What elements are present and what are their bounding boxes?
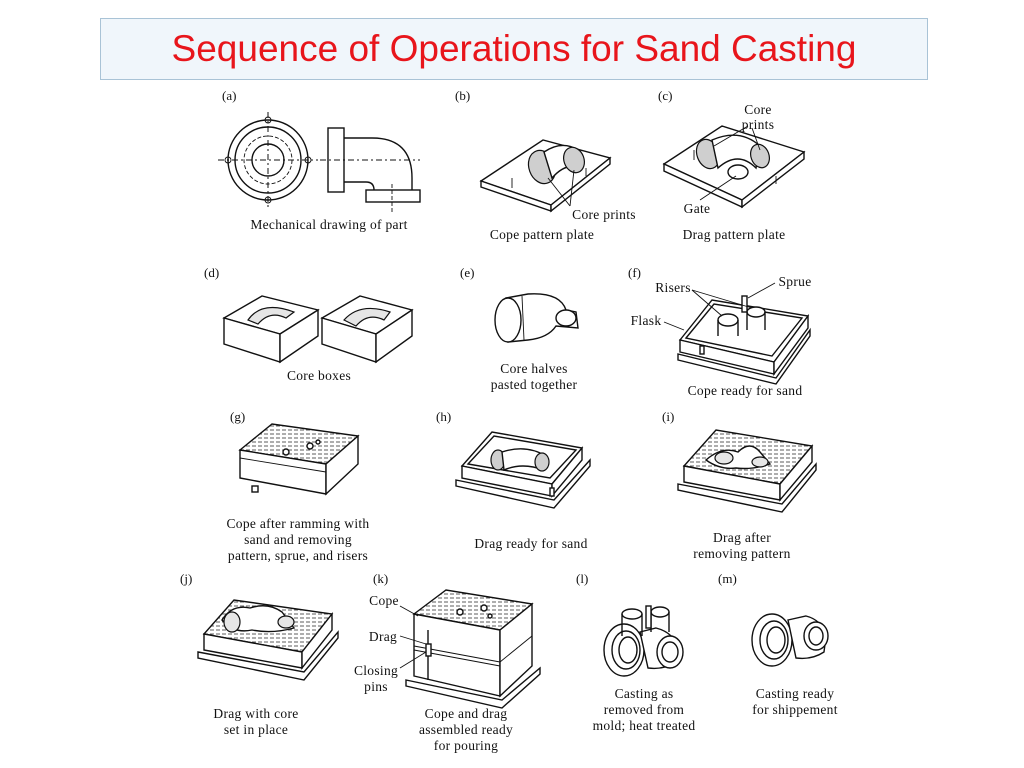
mechanical-drawing-illustration (218, 112, 421, 212)
core-halves-illustration (494, 293, 579, 343)
panel-m-caption-1: Casting ready (756, 686, 835, 701)
panel-d: (d) Core boxes (204, 265, 414, 383)
panel-f-letter: (f) (628, 265, 641, 280)
panel-b-callout-core-prints: Core prints (572, 207, 636, 222)
panel-c-callout-prints: prints (742, 117, 775, 132)
panel-f-callout-risers: Risers (655, 280, 691, 295)
panel-i-caption-1: Drag after (713, 530, 771, 545)
cope-ready-for-sand-illustration (663, 282, 811, 385)
panel-d-letter: (d) (204, 265, 219, 280)
panel-l-caption-1: Casting as (615, 686, 674, 701)
panel-h: (h) Drag ready for sand (436, 409, 591, 551)
panel-m-caption-2: for shippement (752, 702, 838, 717)
panel-b-letter: (b) (455, 88, 470, 103)
panel-e-caption-2: pasted together (491, 377, 578, 392)
panel-k-callout-pins: pins (364, 679, 388, 694)
panel-k: (k) Cope Drag Closing pins Cope and drag… (354, 571, 541, 753)
panel-c-caption: Drag pattern plate (683, 227, 786, 242)
panel-k-callout-closing: Closing (354, 663, 398, 678)
panel-j-caption-2: set in place (224, 722, 288, 737)
panel-c-letter: (c) (658, 88, 672, 103)
panel-f-caption: Cope ready for sand (688, 383, 803, 398)
panel-j-letter: (j) (180, 571, 192, 586)
panel-b: (b) Core prints Cope pattern plate (455, 88, 636, 242)
panel-l-caption-2: removed from (604, 702, 685, 717)
panel-f-callout-flask: Flask (631, 313, 662, 328)
panel-a: (a) Mechanical drawing of part (218, 88, 421, 232)
panel-l: (l) Casting as removed from mold; heat t… (576, 571, 695, 733)
panel-g-caption-3: pattern, sprue, and risers (228, 548, 368, 563)
panel-l-caption-3: mold; heat treated (593, 718, 696, 733)
panel-m-letter: (m) (718, 571, 737, 586)
drag-after-removing-pattern-illustration (677, 429, 817, 513)
title-box: Sequence of Operations for Sand Casting (100, 18, 928, 80)
panel-c-callout-gate: Gate (684, 201, 711, 216)
cope-and-drag-assembled-illustration (399, 589, 541, 709)
panel-g-caption-2: sand and removing (244, 532, 352, 547)
panel-k-caption-3: for pouring (434, 738, 498, 753)
cope-pattern-plate-illustration (479, 139, 612, 213)
panel-i-caption-2: removing pattern (693, 546, 790, 561)
panel-j: (j) Drag with core set in place (180, 571, 339, 737)
panel-k-callout-cope: Cope (369, 593, 399, 608)
casting-ready-illustration (751, 613, 829, 667)
panel-e-letter: (e) (460, 265, 474, 280)
panel-f-callout-sprue: Sprue (779, 274, 812, 289)
drag-pattern-plate-illustration (662, 125, 806, 209)
panel-f: (f) Risers Sprue Flask Cope ready for sa… (628, 265, 812, 398)
panel-k-caption-2: assembled ready (419, 722, 513, 737)
panel-m: (m) Casting ready for shippement (718, 571, 838, 717)
cope-after-ramming-illustration (238, 423, 360, 496)
panel-a-letter: (a) (222, 88, 236, 103)
drag-with-core-illustration (197, 599, 339, 681)
panel-j-caption-1: Drag with core (213, 706, 298, 721)
panel-g-letter: (g) (230, 409, 245, 424)
panel-h-caption: Drag ready for sand (474, 536, 587, 551)
panel-g-caption-1: Cope after ramming with (227, 516, 370, 531)
panel-d-caption: Core boxes (287, 368, 351, 383)
panel-c: (c) Core prints Gate Drag pattern plate (658, 88, 806, 242)
panel-i-letter: (i) (662, 409, 674, 424)
panel-b-caption: Cope pattern plate (490, 227, 594, 242)
panel-i: (i) Drag after removing pattern (662, 409, 817, 561)
casting-as-removed-illustration (603, 605, 684, 677)
panel-l-letter: (l) (576, 571, 588, 586)
panel-g: (g) Cope after ramming with sand and rem… (227, 409, 370, 563)
panel-a-caption: Mechanical drawing of part (250, 217, 407, 232)
panel-e: (e) Core halves pasted together (460, 265, 579, 392)
drag-ready-for-sand-illustration (455, 431, 591, 509)
core-boxes-illustration (222, 295, 414, 364)
panel-k-caption-1: Cope and drag (425, 706, 508, 721)
panel-h-letter: (h) (436, 409, 451, 424)
panel-k-callout-drag: Drag (369, 629, 397, 644)
panel-c-callout-core: Core (744, 102, 771, 117)
page-title: Sequence of Operations for Sand Casting (171, 28, 857, 69)
panel-e-caption-1: Core halves (500, 361, 567, 376)
panel-k-letter: (k) (373, 571, 388, 586)
